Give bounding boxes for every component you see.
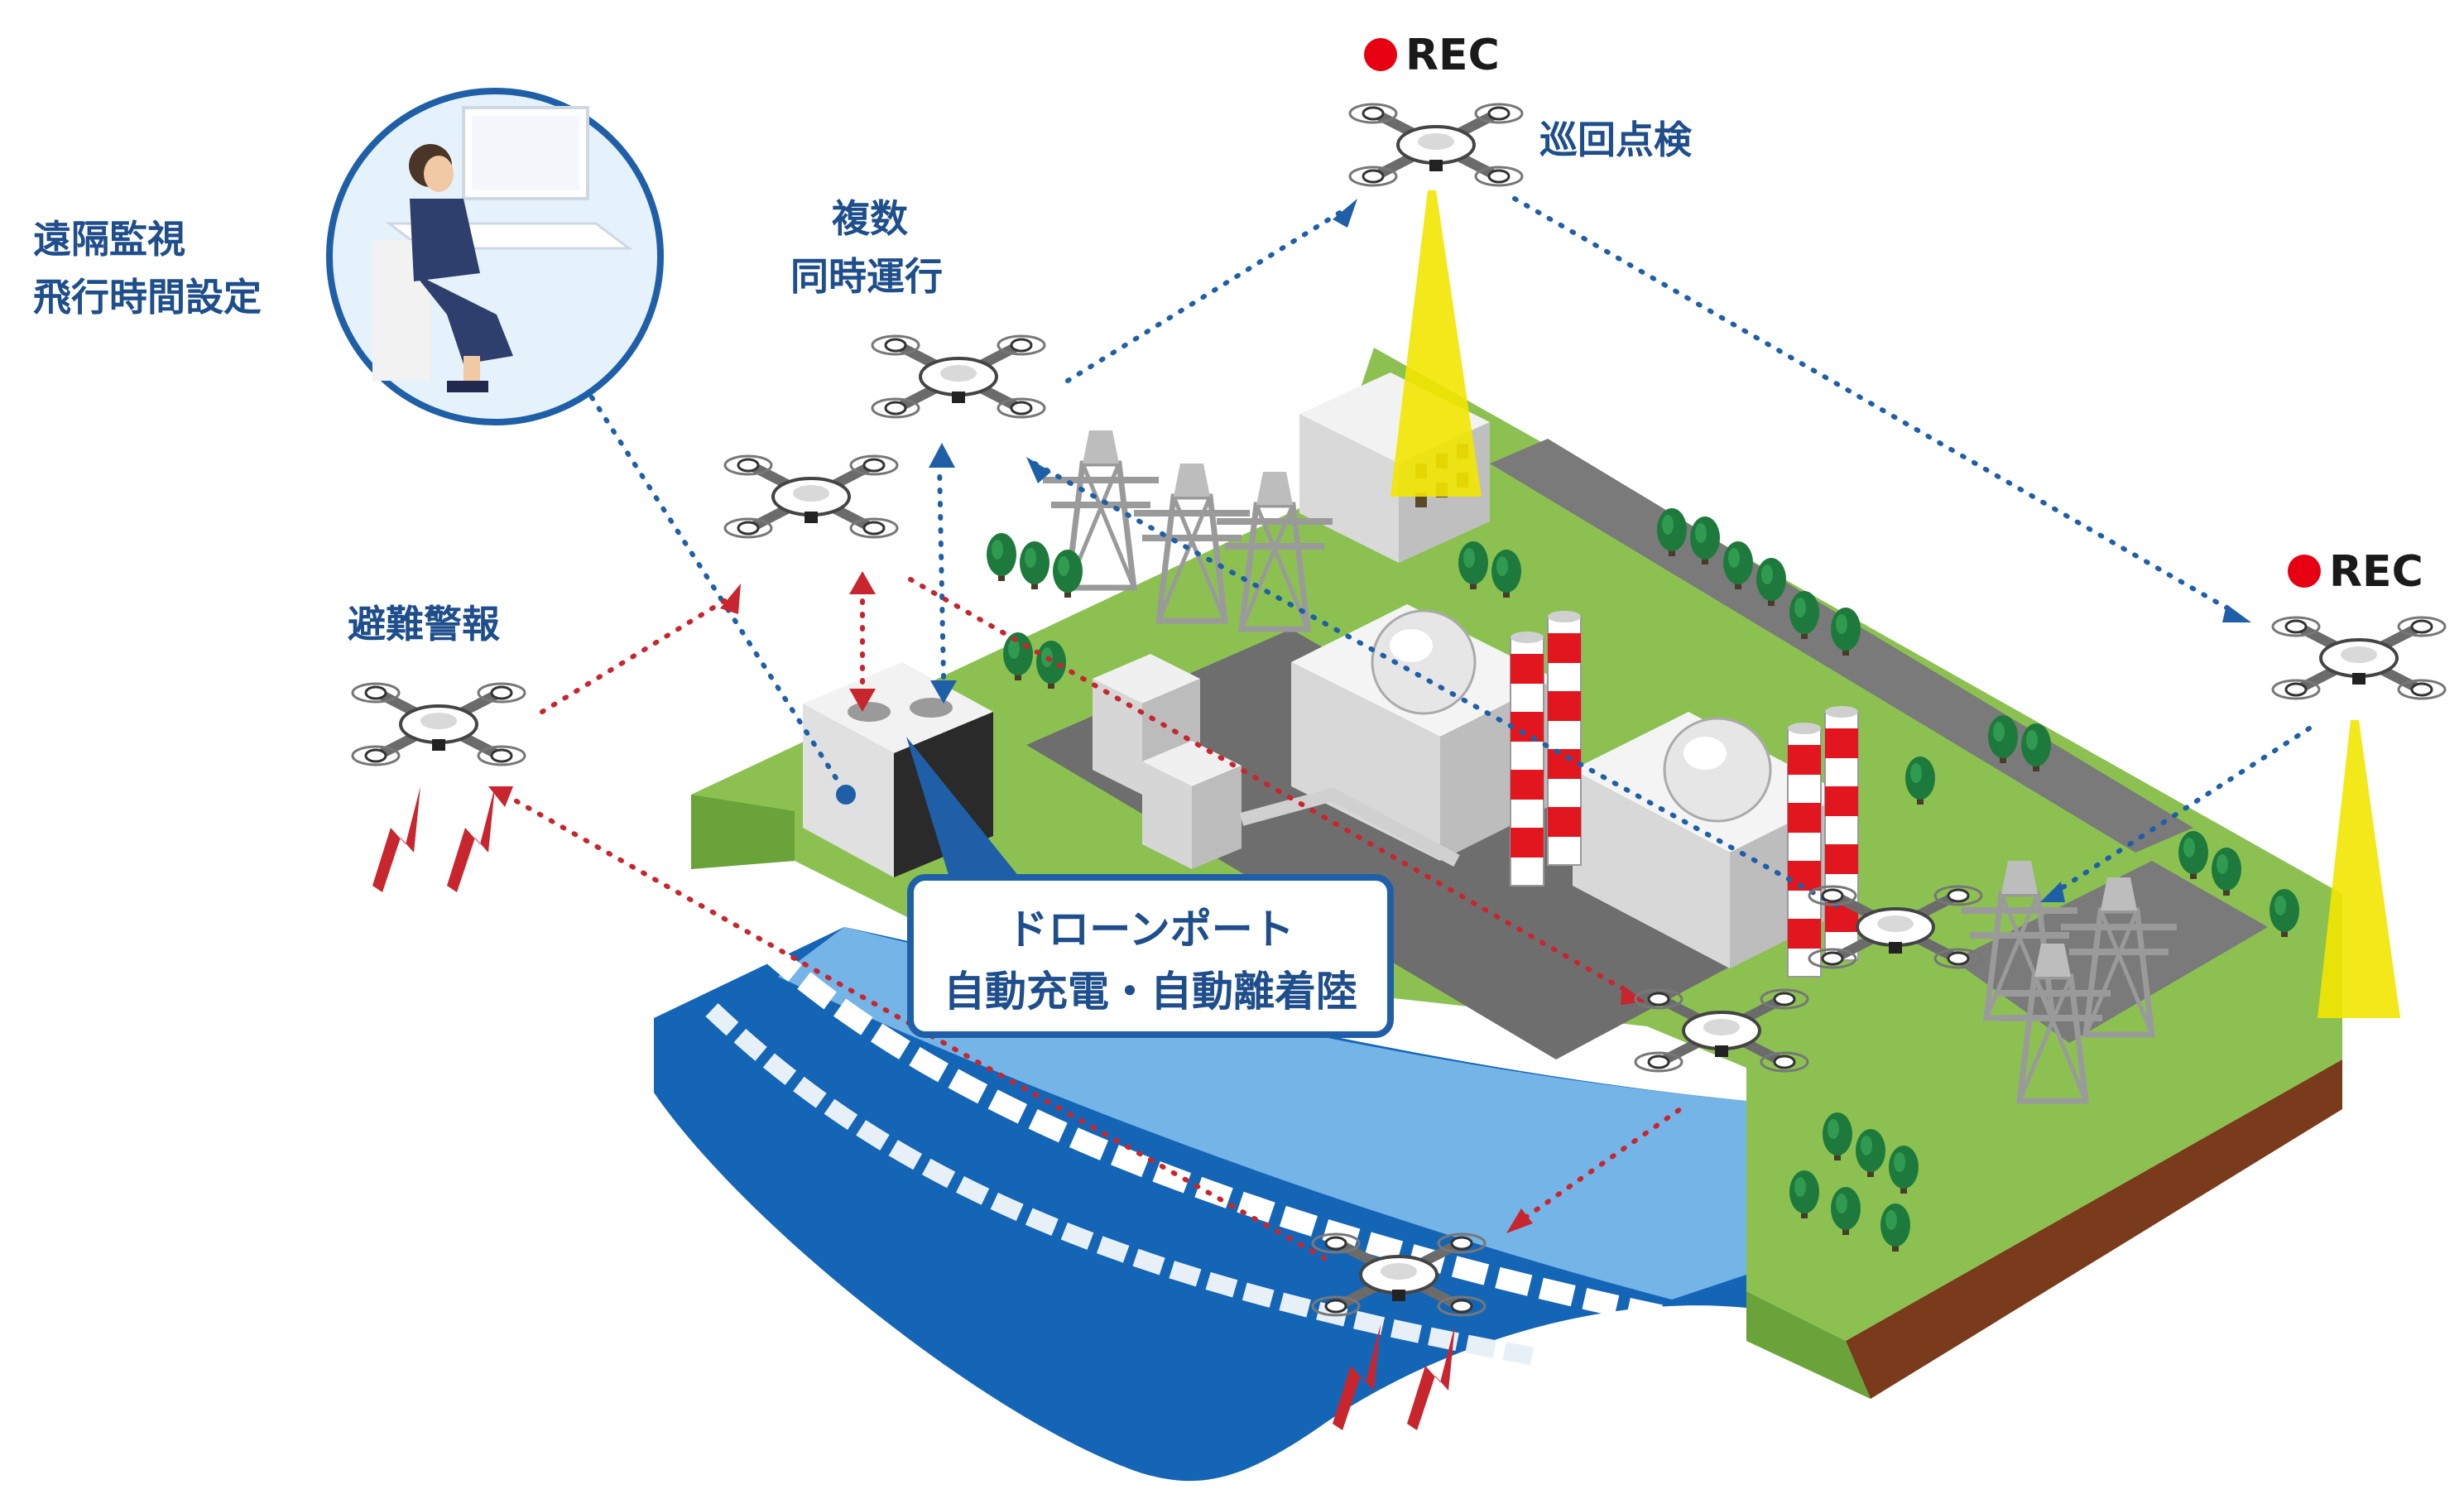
chimney [1510,631,1544,886]
drone-icon [2273,617,2445,699]
land-edge-left [691,795,795,869]
drone-icon [1350,104,1522,185]
surf-line-1 [762,944,1666,1327]
route-blue [589,196,2312,913]
tall-building-left [1299,414,1399,563]
drone-port-marker [836,785,856,805]
camera-beam [2318,720,2400,1018]
callout-title: ドローンポート [1006,906,1294,954]
reactor-1-left [1291,662,1440,861]
callout-subtitle: 自動充電・自動離着陸 [944,968,1357,1016]
drone-icon [872,336,1045,417]
chimney [1824,705,1859,961]
label-flight-time-setting: 飛行時間設定 [33,275,262,319]
pipe [1239,787,1460,867]
label-patrol-inspection: 巡回点検 [1539,118,1693,162]
operator-avatar [372,106,633,392]
warning-arrows-icon [372,786,420,892]
annex2-right [1192,766,1242,869]
annex2-top [1142,741,1242,786]
arrow-red [488,571,1645,1233]
annex-top [1093,654,1200,704]
callout-pointer [906,737,1026,886]
drone-icon [725,456,897,537]
label-evacuation-alert: 避難警報 [348,602,500,646]
rec-label-1: REC [1405,31,1500,80]
rec-dot-icon [1364,38,1397,71]
surf-line-2 [705,1003,1541,1367]
annex2-left [1142,762,1192,869]
landing-pad [848,702,891,722]
chimney [1787,722,1822,978]
drone-port-callout [907,874,1394,1038]
drone-icon [353,684,525,765]
warning-arrows-icon [447,786,495,892]
reactor-2-left [1573,770,1730,968]
route-red [502,577,1683,1261]
chimney [1547,610,1582,866]
reactor-dome-2 [1663,717,1772,823]
label-simultaneous-operation: 同時運行 [790,254,943,299]
landing-pad [910,698,953,718]
camera-beam [1391,190,1482,497]
label-remote-monitoring: 遠隔監視 [33,217,185,262]
label-multiple: 複数 [832,196,908,241]
rec-dot-icon [2288,555,2321,588]
grass-side [1746,1291,1871,1399]
reactor-dome-1 [1371,609,1477,715]
rec-label-2: REC [2329,547,2423,597]
drone-port-top [803,662,993,753]
soil-side [1846,1059,2342,1399]
arrow-blue [929,199,2251,902]
